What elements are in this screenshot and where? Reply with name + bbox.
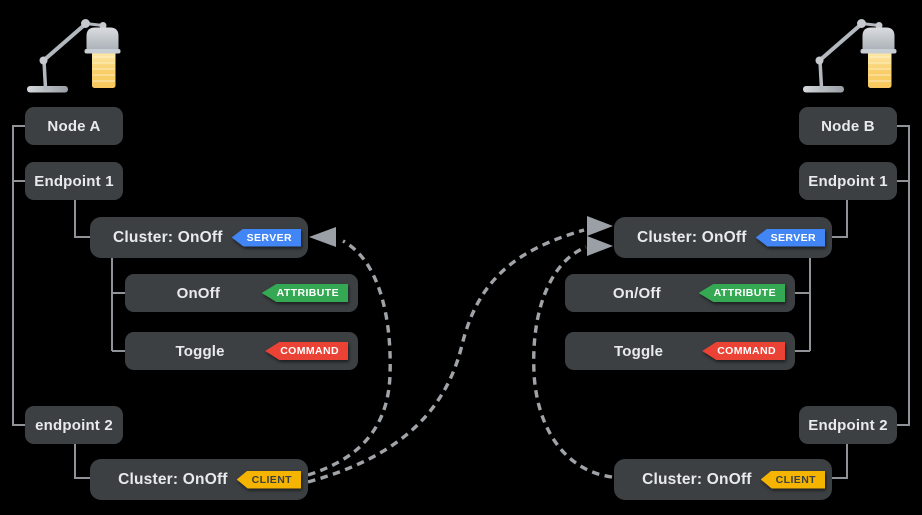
command-label: Toggle (613, 342, 664, 360)
command-badge: COMMAND (265, 342, 348, 360)
node-b-client-cluster-box: Cluster: OnOff CLIENT (614, 459, 832, 500)
cluster-label: Cluster: OnOff (118, 470, 228, 488)
attribute-badge: ATTRIBUTE (698, 284, 785, 302)
node-a-attribute-row: OnOff ATTRIBUTE (125, 274, 358, 312)
node-b-server-cluster-box: Cluster: OnOff SERVER (614, 217, 832, 258)
node-a-client-cluster-box: Cluster: OnOff CLIENT (90, 459, 308, 500)
desk-lamp-icon (801, 17, 899, 95)
endpoint-label: Endpoint 1 (808, 172, 888, 190)
node-a-server-cluster-box: Cluster: OnOff SERVER (90, 217, 308, 258)
arrowhead-icon (309, 227, 336, 247)
client-badge: CLIENT (236, 470, 301, 489)
node-a-box: Node A (25, 107, 123, 145)
command-badge: COMMAND (702, 342, 785, 360)
endpoint-label: Endpoint 1 (34, 172, 114, 190)
arrowhead-icon (587, 216, 613, 236)
attribute-label: OnOff (176, 284, 221, 302)
attribute-label: On/Off (612, 284, 661, 302)
endpoint-label: Endpoint 2 (808, 416, 888, 434)
server-badge: SERVER (231, 228, 301, 247)
node-a-label: Node A (47, 117, 101, 135)
node-b-command-row: Toggle COMMAND (565, 332, 795, 370)
node-b-endpoint-1-box: Endpoint 1 (799, 162, 897, 200)
node-b-endpoint-2-box: Endpoint 2 (799, 406, 897, 444)
node-a-command-row: Toggle COMMAND (125, 332, 358, 370)
server-badge: SERVER (755, 228, 825, 247)
cluster-label: Cluster: OnOff (113, 228, 223, 246)
cluster-label: Cluster: OnOff (642, 470, 752, 488)
arrowhead-icon (587, 236, 613, 256)
node-b-box: Node B (799, 107, 897, 145)
node-a-endpoint-1-box: Endpoint 1 (25, 162, 123, 200)
node-b-label: Node B (821, 117, 875, 135)
cluster-label: Cluster: OnOff (637, 228, 747, 246)
attribute-badge: ATTRIBUTE (261, 284, 348, 302)
command-label: Toggle (175, 342, 225, 360)
client-badge: CLIENT (760, 470, 825, 489)
endpoint-label: endpoint 2 (35, 416, 113, 434)
node-b-attribute-row: On/Off ATTRIBUTE (565, 274, 795, 312)
node-a-endpoint-2-box: endpoint 2 (25, 406, 123, 444)
desk-lamp-icon (25, 17, 123, 95)
